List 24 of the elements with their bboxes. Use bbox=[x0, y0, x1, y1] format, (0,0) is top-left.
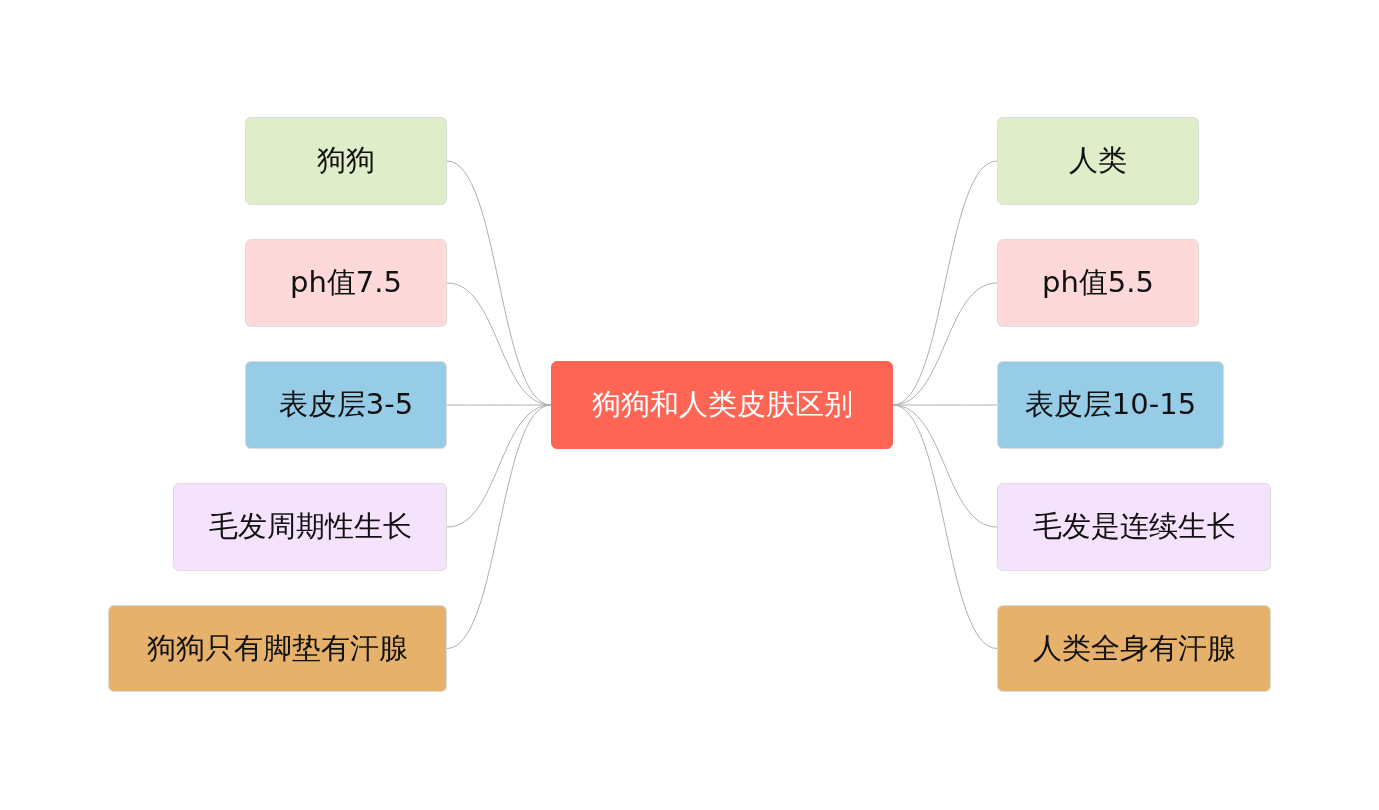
topic-text: ph值7.5 bbox=[290, 264, 402, 301]
connector-line bbox=[446, 404, 552, 649]
topic-box bbox=[245, 117, 447, 205]
topic-text: 毛发是连续生长 bbox=[1032, 508, 1236, 545]
topic-text: 毛发周期性生长 bbox=[208, 508, 412, 545]
topic-box bbox=[997, 239, 1199, 327]
topic-box bbox=[245, 239, 447, 327]
topic-text: 狗狗 bbox=[317, 142, 375, 179]
topic-text: 表皮层10-15 bbox=[1024, 386, 1197, 423]
topic-box bbox=[997, 361, 1224, 449]
topic-box bbox=[997, 117, 1199, 205]
topic-box bbox=[997, 483, 1271, 571]
topic-box bbox=[997, 605, 1271, 692]
topic-text: 狗狗和人类皮肤区别 bbox=[591, 386, 853, 423]
topic-box bbox=[108, 605, 447, 692]
topic-text: 人类全身有汗腺 bbox=[1032, 629, 1236, 667]
topic-box bbox=[245, 361, 447, 449]
topic-box bbox=[173, 483, 447, 571]
topic-text: 狗狗只有脚垫有汗腺 bbox=[147, 629, 408, 667]
topic-text: 表皮层3-5 bbox=[278, 386, 414, 423]
connector-line bbox=[892, 404, 998, 649]
topic-text: ph值5.5 bbox=[1042, 264, 1154, 301]
central-topic-box bbox=[551, 361, 893, 449]
topic-text: 人类 bbox=[1069, 142, 1127, 179]
